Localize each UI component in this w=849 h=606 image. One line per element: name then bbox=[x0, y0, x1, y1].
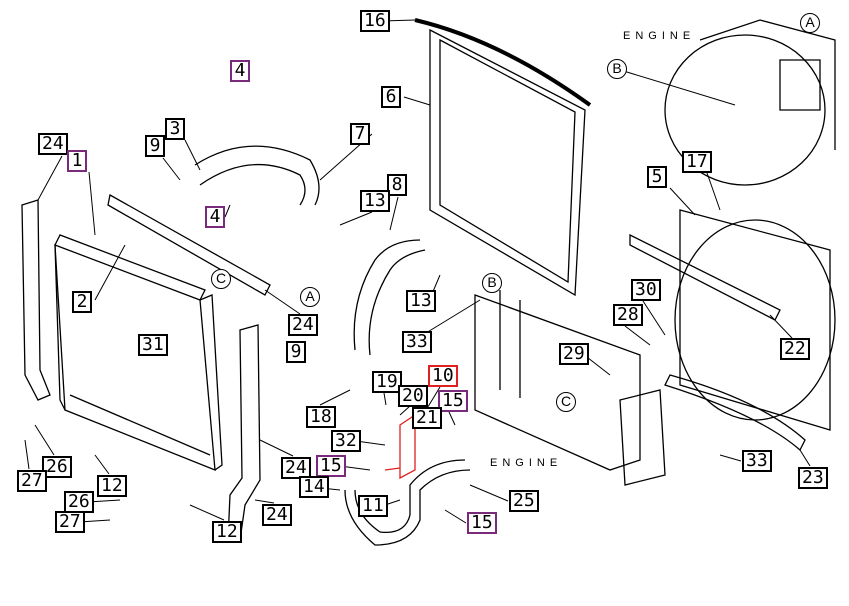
callout-part-20: 20 bbox=[398, 385, 428, 407]
callout-part-23: 23 bbox=[798, 467, 828, 489]
callout-part-14: 14 bbox=[299, 476, 329, 498]
engine-outline bbox=[664, 19, 836, 186]
callout-part-24: 24 bbox=[38, 133, 68, 155]
callout-part-24: 24 bbox=[281, 457, 311, 479]
callout-part-6: 6 bbox=[381, 86, 401, 108]
callout-part-25: 25 bbox=[509, 490, 539, 512]
callout-part-12: 12 bbox=[212, 521, 242, 543]
callout-part-15: 15 bbox=[316, 455, 346, 477]
callout-part-19: 19 bbox=[372, 371, 402, 393]
callout-part-1: 1 bbox=[67, 150, 87, 172]
reference-marker-c: C bbox=[556, 392, 576, 412]
reference-marker-c: C bbox=[211, 269, 231, 289]
callout-part-5: 5 bbox=[647, 166, 667, 188]
callout-part-33: 33 bbox=[402, 331, 432, 353]
callout-part-29: 29 bbox=[559, 343, 589, 365]
callout-part-16: 16 bbox=[360, 10, 390, 32]
reference-marker-b: B bbox=[482, 273, 502, 293]
shroud-panel bbox=[414, 18, 592, 297]
fan-shroud bbox=[629, 209, 836, 452]
callout-part-9: 9 bbox=[145, 135, 165, 157]
upper-hose bbox=[194, 145, 320, 206]
callout-part-28: 28 bbox=[613, 304, 643, 326]
callout-part-4: 4 bbox=[205, 206, 225, 228]
reference-marker-b: B bbox=[607, 59, 627, 79]
radiator-core bbox=[54, 234, 223, 471]
engine-label: ENGINE bbox=[490, 457, 563, 469]
callout-part-2: 2 bbox=[72, 291, 92, 313]
seal-bottom bbox=[227, 324, 261, 541]
callout-part-8: 8 bbox=[387, 174, 407, 196]
callout-part-10: 10 bbox=[428, 365, 458, 387]
callout-part-4: 4 bbox=[230, 60, 250, 82]
callout-part-15: 15 bbox=[467, 512, 497, 534]
callout-part-24: 24 bbox=[262, 504, 292, 526]
callout-part-31: 31 bbox=[138, 334, 168, 356]
callout-part-22: 22 bbox=[780, 338, 810, 360]
callout-part-27: 27 bbox=[55, 511, 85, 533]
callout-part-18: 18 bbox=[306, 406, 336, 428]
callout-part-27: 27 bbox=[17, 470, 47, 492]
callout-part-11: 11 bbox=[358, 495, 388, 517]
engine-label: ENGINE bbox=[623, 30, 696, 42]
callout-part-12: 12 bbox=[97, 475, 127, 497]
callout-part-13: 13 bbox=[360, 190, 390, 212]
seal-top bbox=[107, 193, 271, 296]
reference-marker-a: A bbox=[300, 287, 320, 307]
reference-marker-a: A bbox=[800, 13, 820, 33]
callout-part-33: 33 bbox=[742, 450, 772, 472]
seal-left bbox=[21, 199, 51, 401]
callout-part-7: 7 bbox=[350, 123, 370, 145]
callout-part-15: 15 bbox=[438, 390, 468, 412]
callout-part-26: 26 bbox=[64, 491, 94, 513]
callout-part-17: 17 bbox=[682, 151, 712, 173]
bracket-10 bbox=[384, 413, 416, 480]
callout-part-3: 3 bbox=[165, 118, 185, 140]
leader-lines bbox=[24, 19, 811, 524]
callout-part-32: 32 bbox=[331, 430, 361, 452]
callout-part-30: 30 bbox=[631, 279, 661, 301]
lower-hose bbox=[353, 239, 426, 356]
callout-part-9: 9 bbox=[286, 341, 306, 363]
callout-part-21: 21 bbox=[412, 407, 442, 429]
bracket bbox=[474, 290, 666, 486]
callout-part-13: 13 bbox=[406, 290, 436, 312]
callout-part-24: 24 bbox=[288, 314, 318, 336]
callout-part-26: 26 bbox=[42, 456, 72, 478]
